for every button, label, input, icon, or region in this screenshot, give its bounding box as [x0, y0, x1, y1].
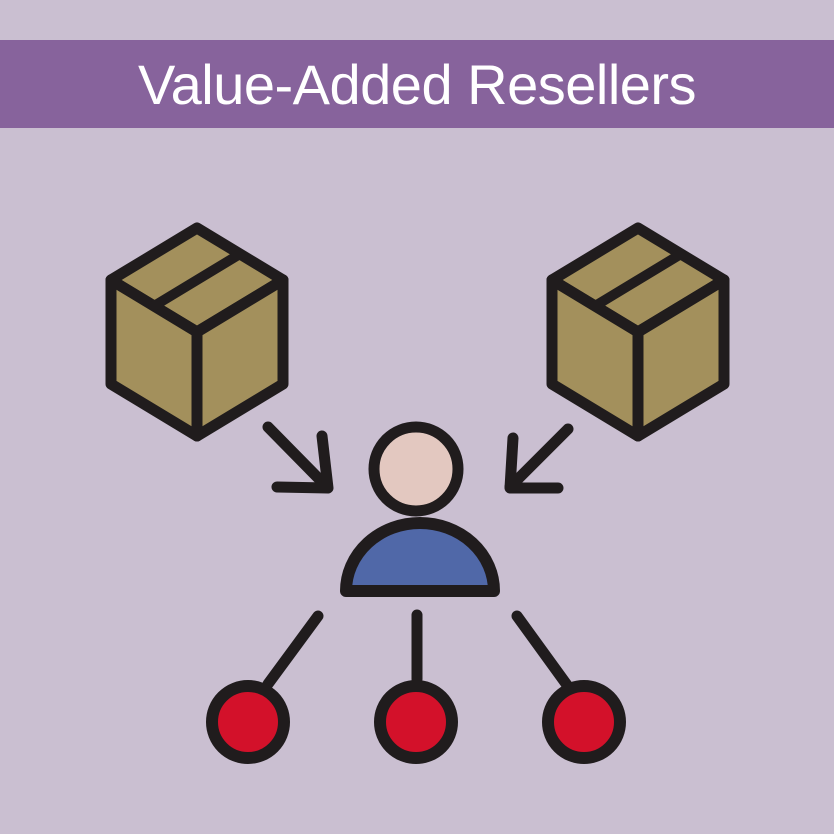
connector-lines	[262, 609, 573, 691]
arrow-shaft	[504, 423, 574, 493]
person-head	[368, 421, 464, 517]
arrow-down-left-icon	[504, 423, 574, 494]
package-box-icon-left	[111, 228, 283, 436]
title-banner: Value-Added Resellers	[0, 40, 834, 128]
customer-node-right	[542, 680, 626, 764]
connector-right	[511, 610, 573, 691]
package-box-icon-right	[552, 228, 724, 436]
arrow-shaft	[262, 421, 333, 493]
customer-node-middle	[374, 680, 458, 764]
arrow-head	[504, 432, 564, 494]
connector-left	[262, 610, 324, 690]
arrow-down-right-icon	[262, 421, 334, 494]
arrow-head	[271, 430, 334, 494]
person-icon	[340, 421, 500, 597]
person-body	[340, 517, 500, 597]
page-title: Value-Added Resellers	[137, 52, 697, 116]
customer-node-left	[206, 680, 290, 764]
